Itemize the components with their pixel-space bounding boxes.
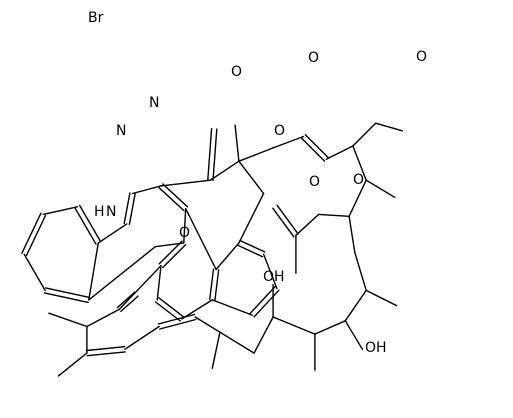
double-bond-41 bbox=[276, 204, 299, 235]
single-bond-7 bbox=[88, 245, 157, 301]
double-bond-8 bbox=[128, 193, 136, 226]
single-bond-47 bbox=[344, 320, 364, 350]
single-bond-24 bbox=[160, 179, 212, 187]
single-bond-59 bbox=[57, 352, 88, 377]
atom-label-amide-o: O bbox=[179, 225, 190, 241]
double-bond-17 bbox=[208, 268, 215, 301]
double-bond-63 bbox=[120, 295, 139, 312]
single-bond-57 bbox=[124, 325, 160, 350]
double-bond-0 bbox=[45, 287, 91, 299]
single-bond-19 bbox=[215, 242, 240, 271]
double-bond-13 bbox=[158, 240, 183, 265]
double-bond-41 bbox=[272, 207, 295, 238]
single-bond-64 bbox=[118, 265, 162, 311]
atom-label-bromine: Br bbox=[88, 10, 104, 26]
double-bond-58 bbox=[85, 346, 126, 352]
single-bond-40 bbox=[295, 213, 320, 237]
single-bond-33 bbox=[325, 145, 354, 161]
double-bond-32 bbox=[304, 133, 329, 159]
single-bond-44 bbox=[354, 251, 367, 292]
double-bond-4 bbox=[74, 207, 97, 245]
single-bond-31 bbox=[272, 135, 305, 149]
atom-label-furan-o: O bbox=[274, 123, 285, 139]
single-bond-46 bbox=[344, 289, 367, 322]
single-bond-27 bbox=[238, 192, 265, 244]
atom-label-imidazole-n: N bbox=[149, 95, 159, 111]
double-bond-0 bbox=[43, 292, 89, 304]
single-bond-12 bbox=[183, 207, 187, 244]
single-bond-16 bbox=[181, 299, 214, 320]
single-bond-6 bbox=[97, 223, 128, 244]
double-bond-8 bbox=[123, 192, 131, 225]
double-bond-17 bbox=[214, 269, 220, 301]
atom-label-carbonyl-o: O bbox=[231, 64, 242, 80]
double-bond-56 bbox=[157, 313, 196, 325]
single-bond-55 bbox=[194, 316, 221, 333]
single-bond-50 bbox=[272, 316, 316, 335]
atom-label-amide-h: H bbox=[94, 204, 105, 220]
double-bond-28 bbox=[207, 127, 213, 181]
atom-label-amide-n: N bbox=[106, 204, 116, 220]
double-bond-58 bbox=[86, 351, 126, 357]
single-bond-53 bbox=[219, 331, 255, 354]
single-bond-52 bbox=[253, 316, 274, 354]
double-bond-15 bbox=[154, 301, 182, 322]
atom-label-acetyl-o: O bbox=[309, 174, 320, 190]
double-bond-63 bbox=[116, 291, 136, 309]
single-bond-36 bbox=[352, 145, 367, 181]
single-bond-39 bbox=[318, 213, 350, 218]
single-bond-62 bbox=[86, 308, 120, 328]
double-bond-15 bbox=[158, 297, 185, 318]
double-bond-2 bbox=[25, 214, 47, 257]
single-bond-34 bbox=[352, 122, 377, 147]
double-bond-2 bbox=[21, 212, 42, 254]
single-bond-9 bbox=[131, 185, 162, 195]
single-bond-54 bbox=[211, 331, 221, 369]
atom-label-pyridine-n: N bbox=[116, 123, 126, 139]
single-bond-38 bbox=[348, 179, 367, 218]
single-bond-5 bbox=[88, 242, 100, 301]
single-bond-45 bbox=[365, 289, 398, 307]
atom-label-hydroxyl-upper: OH bbox=[263, 269, 285, 285]
double-bond-13 bbox=[162, 243, 187, 269]
double-bond-4 bbox=[78, 204, 102, 243]
atom-label-ester-o: O bbox=[353, 172, 364, 188]
bond-layer bbox=[21, 122, 403, 377]
double-bond-28 bbox=[212, 128, 218, 182]
atom-label-enol-o: O bbox=[308, 50, 319, 66]
double-bond-56 bbox=[159, 318, 197, 330]
single-bond-14 bbox=[156, 265, 162, 301]
double-bond-22 bbox=[249, 286, 276, 314]
single-bond-1 bbox=[23, 253, 46, 292]
double-bond-20 bbox=[239, 239, 266, 253]
atom-label-layer: N N N H O O O O O O O OH OH Br bbox=[88, 10, 427, 356]
single-bond-48 bbox=[314, 320, 346, 335]
atom-label-hydroxyl-lower: OH bbox=[365, 340, 387, 356]
single-bond-18 bbox=[184, 207, 217, 271]
atom-label-methoxy-o: O bbox=[416, 49, 427, 65]
single-bond-23 bbox=[211, 299, 253, 316]
single-bond-35 bbox=[375, 122, 403, 132]
single-bond-37 bbox=[365, 179, 396, 199]
single-bond-21 bbox=[262, 253, 278, 290]
single-bond-3 bbox=[42, 206, 79, 216]
single-bond-61 bbox=[48, 312, 88, 328]
double-bond-11 bbox=[158, 187, 185, 212]
double-bond-11 bbox=[162, 183, 189, 208]
single-bond-30 bbox=[238, 147, 274, 162]
double-bond-22 bbox=[253, 289, 280, 318]
single-bond-25 bbox=[209, 160, 240, 181]
single-bond-43 bbox=[348, 215, 356, 254]
single-bond-29 bbox=[234, 124, 240, 162]
single-bond-26 bbox=[238, 160, 265, 195]
double-bond-20 bbox=[237, 244, 264, 258]
double-bond-32 bbox=[301, 137, 326, 162]
